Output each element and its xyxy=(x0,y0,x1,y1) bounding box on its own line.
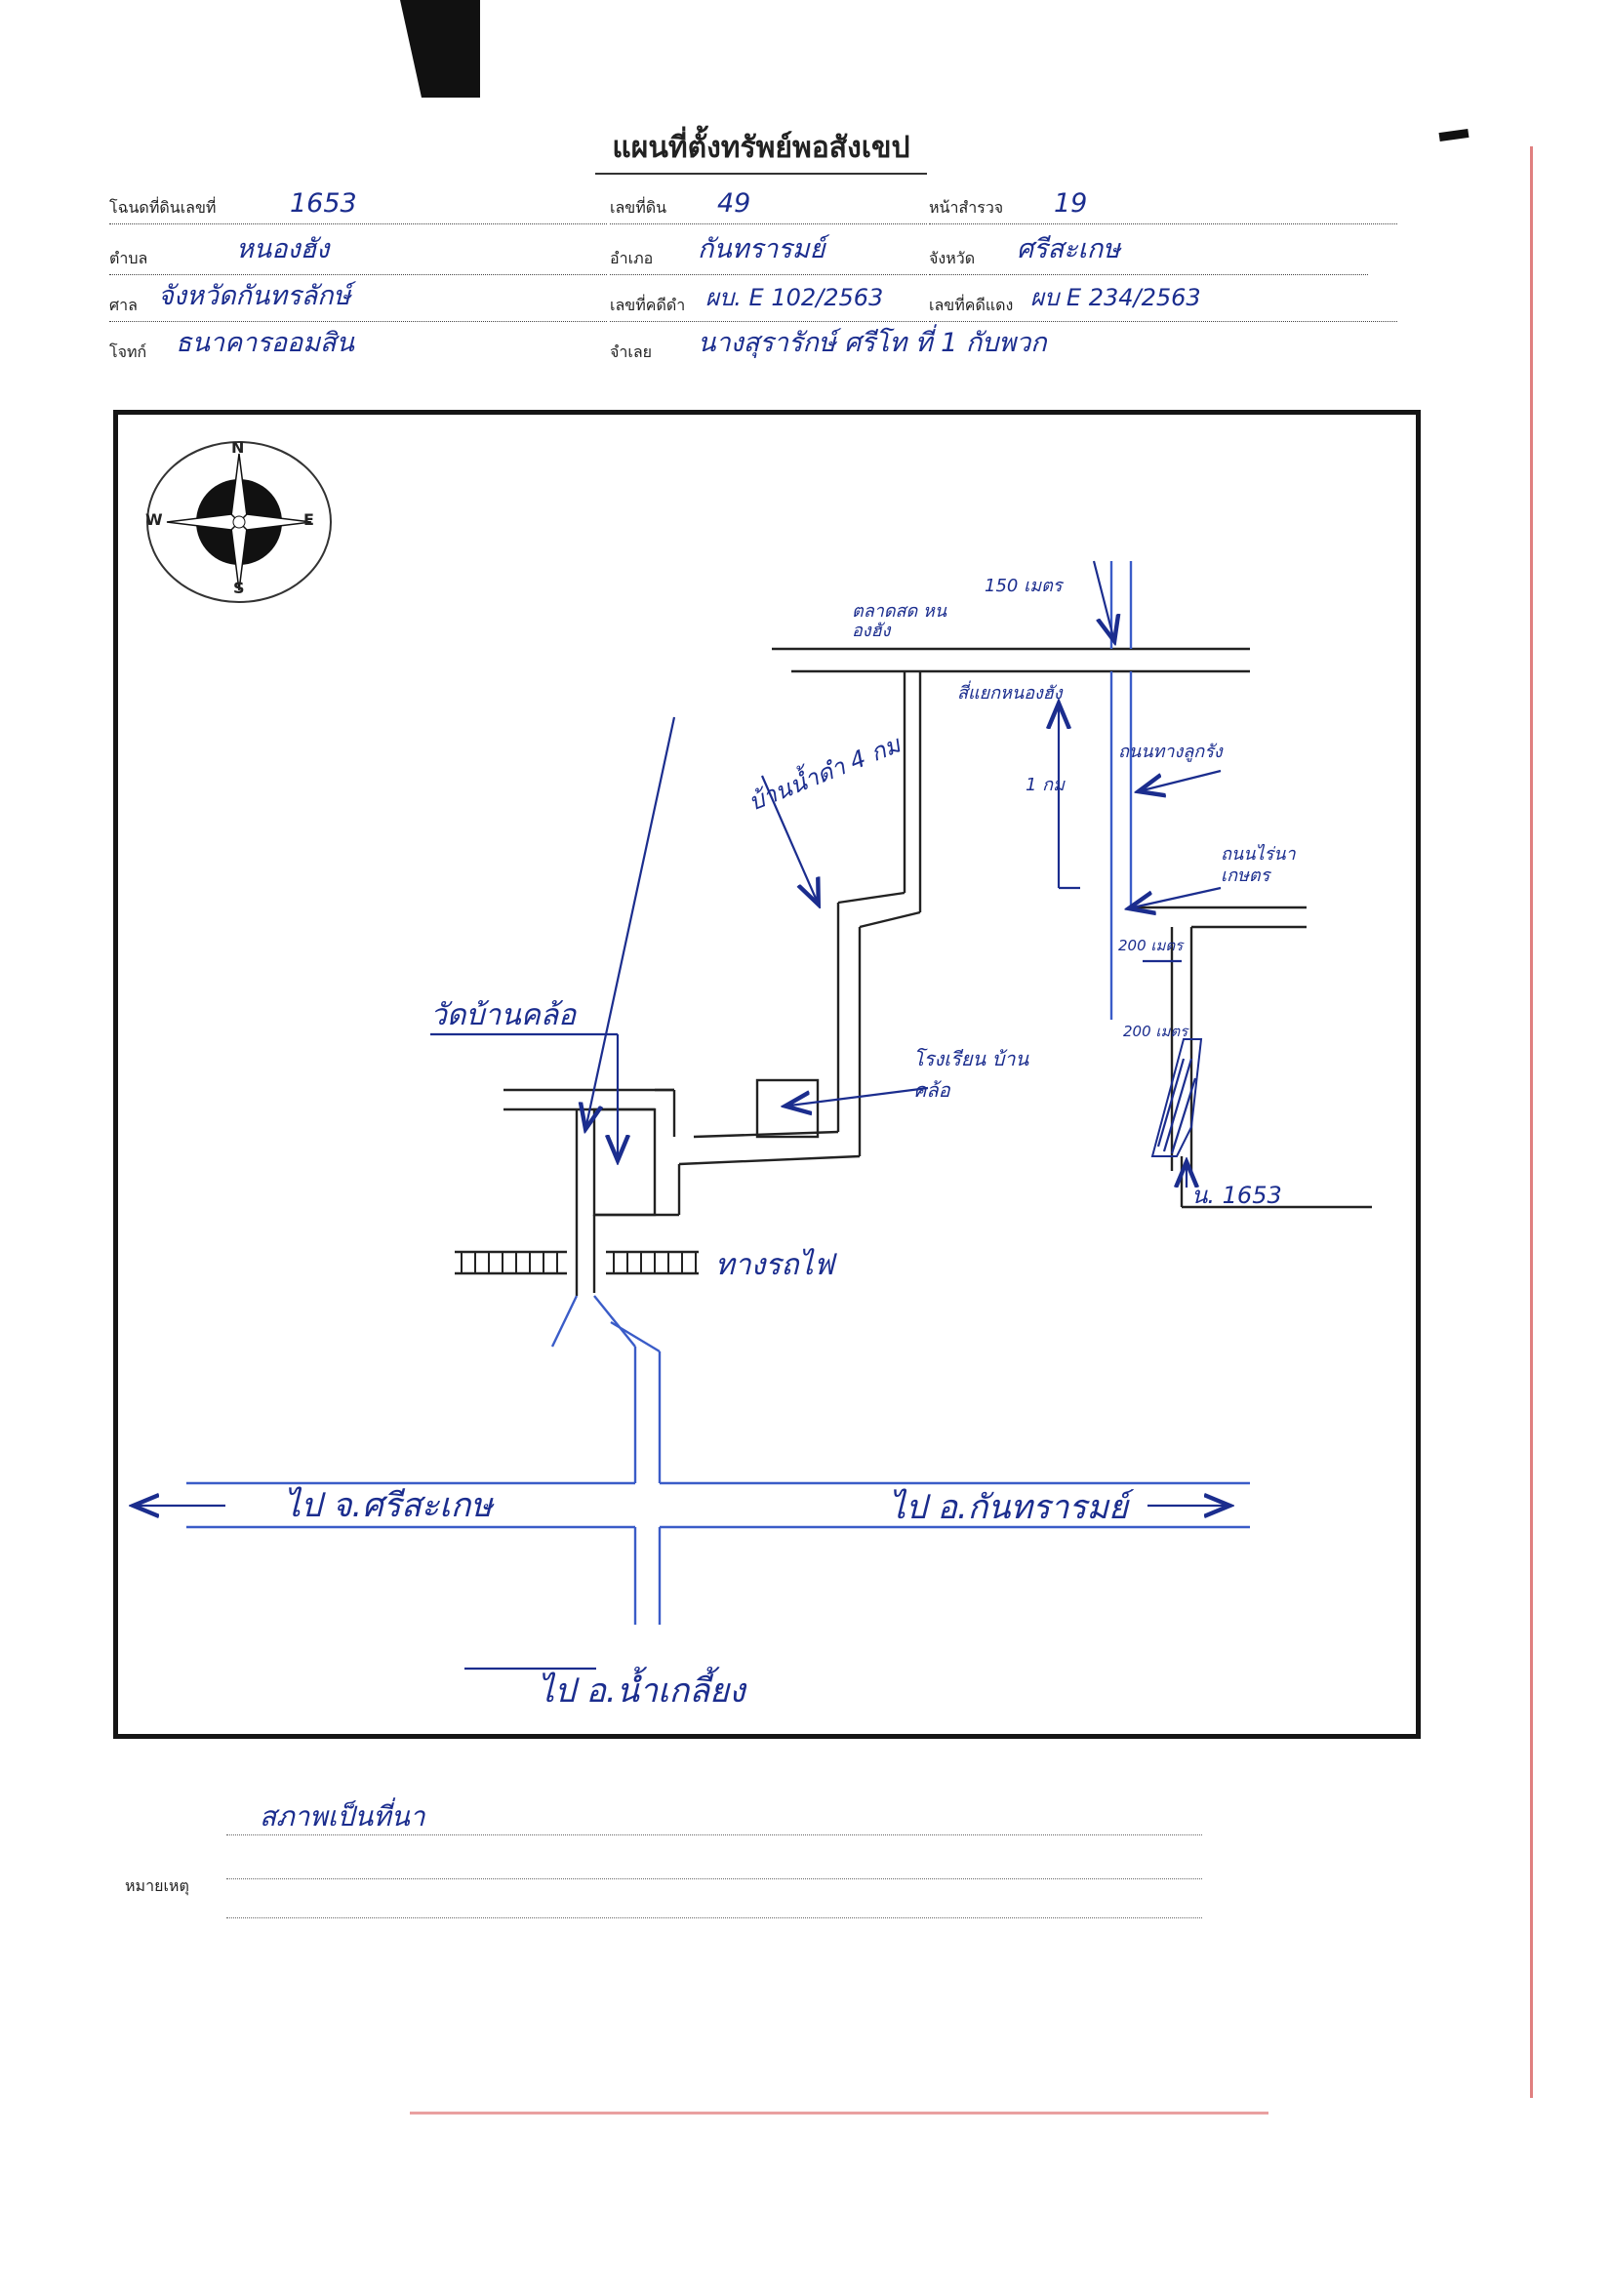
railway-label: ทางรถไฟ xyxy=(715,1248,834,1282)
subdistrict-field: ตำบล หนองฮัง xyxy=(109,234,607,275)
plaintiff-value: ธนาคารออมสิน xyxy=(176,328,354,358)
market-label: ตลาดสด หนองฮัง xyxy=(852,601,947,641)
court-label: ศาล xyxy=(109,296,138,314)
road-khanom-label: ถนนทางลูกรัง xyxy=(1118,742,1223,762)
document-title: แผนที่ตั้งทรัพย์พอสังเขป xyxy=(595,125,927,175)
remarks-value: สภาพเป็นที่นา xyxy=(260,1800,425,1833)
compass-n-label: N xyxy=(231,438,245,457)
dist-200m-b-label: 200 เมตร xyxy=(1123,1023,1188,1040)
nong-hang-junction-label: สี่แยกหนองฮัง xyxy=(957,683,1063,704)
compass-rose-icon xyxy=(146,441,332,603)
remarks-line-2 xyxy=(226,1878,1202,1879)
province-value: ศรีสะเกษ xyxy=(1017,234,1120,264)
page-edge-line xyxy=(1530,146,1533,2098)
black-case-field: เลขที่คดีดำ ผบ. E 102/2563 xyxy=(610,281,927,322)
court-field: ศาล จังหวัดกันทรลักษ์ xyxy=(109,281,607,322)
district-field: อำเภอ กันทรารมย์ xyxy=(610,234,927,275)
page-bottom-line xyxy=(410,2112,1268,2115)
land-no-field: เลขที่ดิน 49 xyxy=(610,183,927,224)
defendant-value: นางสุรารักษ์ ศรีโท ที่ 1 กับพวก xyxy=(698,328,1047,358)
district-label: อำเภอ xyxy=(610,249,654,267)
defendant-label: จำเลย xyxy=(610,342,653,361)
red-case-label: เลขที่คดีแดง xyxy=(929,296,1014,314)
plaintiff-label: โจทก์ xyxy=(109,342,147,361)
to-sisaket-label: ไป จ.ศรีสะเกษ xyxy=(284,1486,493,1525)
remarks-label: หมายเหตุ xyxy=(125,1876,189,1895)
road-laterite-label: ถนนไร่นาเกษตร xyxy=(1221,844,1296,886)
red-case-value: ผบ E 234/2563 xyxy=(1030,284,1201,311)
survey-page-field: หน้าสำรวจ 19 xyxy=(929,183,1397,224)
property-plot xyxy=(1150,1038,1203,1157)
school-block xyxy=(755,1078,820,1139)
compass-w-label: W xyxy=(145,510,163,529)
black-case-value: ผบ. E 102/2563 xyxy=(705,284,884,311)
location-map: N E S W วัดบ้านคล้อ โรงเรียน บ้านคล้อ ทา… xyxy=(113,410,1421,1739)
deed-label: โฉนดที่ดินเลขที่ xyxy=(109,198,217,217)
compass-e-label: E xyxy=(303,510,314,529)
compass-s-label: S xyxy=(233,579,245,597)
red-case-field: เลขที่คดีแดง ผบ E 234/2563 xyxy=(929,281,1397,322)
plaintiff-field: โจทก์ ธนาคารออมสิน xyxy=(109,328,607,369)
scan-artifact-dash xyxy=(1438,128,1469,142)
subdistrict-value: หนองฮัง xyxy=(236,234,330,264)
deed-field: โฉนดที่ดินเลขที่ 1653 xyxy=(109,183,607,224)
map-drawing xyxy=(118,441,1372,1671)
school-label: โรงเรียน บ้านคล้อ xyxy=(913,1047,1029,1102)
dist-150m-label: 150 เมตร xyxy=(985,576,1063,596)
survey-page-label: หน้าสำรวจ xyxy=(929,198,1004,217)
dist-1km-label: 1 กม xyxy=(1026,775,1065,795)
to-south-label: ไป อ.น้ำเกลี้ยง xyxy=(538,1672,745,1711)
railway-track xyxy=(455,1250,699,1275)
subdistrict-label: ตำบล xyxy=(109,249,148,267)
deed-value: 1653 xyxy=(290,188,357,219)
to-kantharom-label: ไป อ.กันทรารมย์ xyxy=(889,1488,1128,1527)
province-label: จังหวัด xyxy=(929,249,976,267)
province-field: จังหวัด ศรีสะเกษ xyxy=(929,234,1368,275)
temple-label: วัดบ้านคล้อ xyxy=(430,998,577,1032)
land-no-label: เลขที่ดิน xyxy=(610,198,667,217)
scan-artifact xyxy=(400,0,480,98)
deed-marker-label: น. 1653 xyxy=(1191,1182,1282,1209)
remarks-line-1 xyxy=(226,1834,1202,1835)
temple-block xyxy=(503,1088,681,1254)
remarks-line-3 xyxy=(226,1917,1202,1918)
defendant-field: จำเลย นางสุรารักษ์ ศรีโท ที่ 1 กับพวก xyxy=(610,328,1293,369)
district-value: กันทรารมย์ xyxy=(698,234,825,264)
survey-page-value: 19 xyxy=(1054,188,1088,219)
land-no-value: 49 xyxy=(717,188,751,219)
dist-200m-a-label: 200 เมตร xyxy=(1118,937,1184,954)
black-case-label: เลขที่คดีดำ xyxy=(610,296,686,314)
court-value: จังหวัดกันทรลักษ์ xyxy=(158,281,351,311)
